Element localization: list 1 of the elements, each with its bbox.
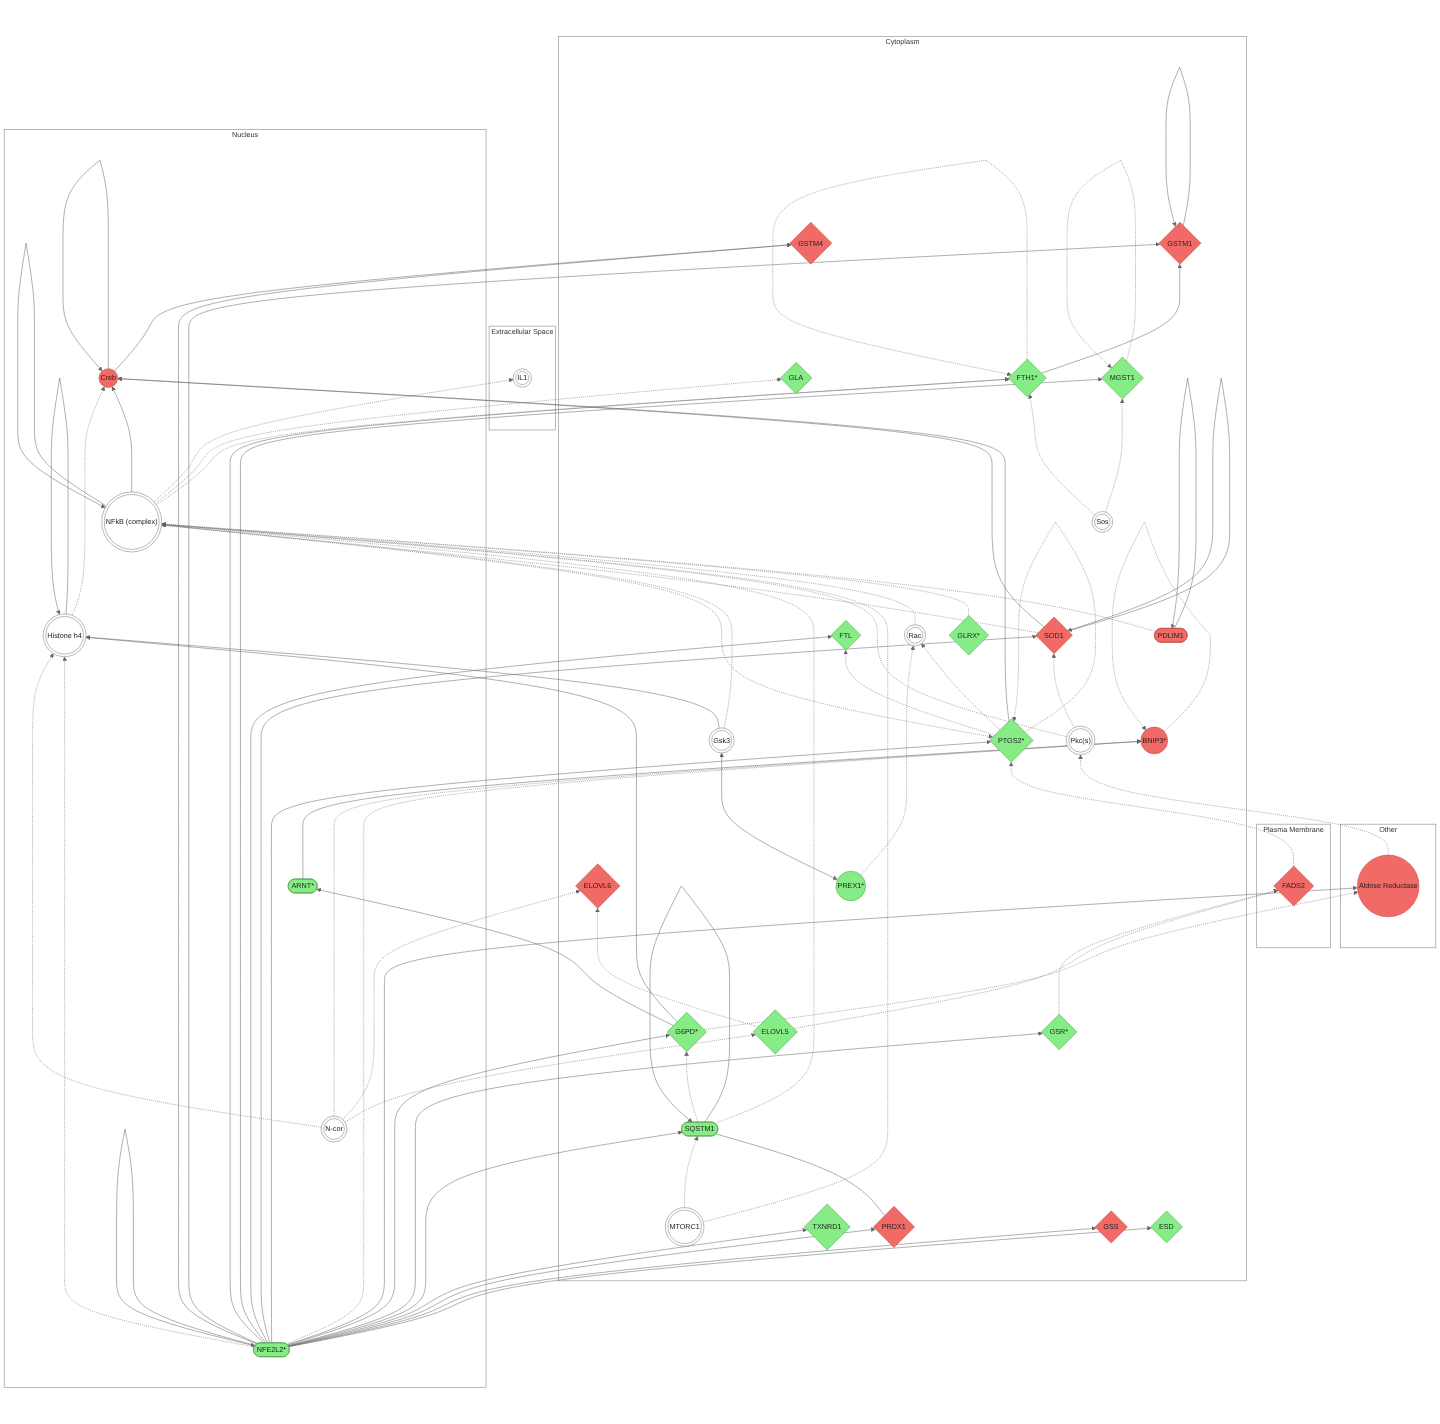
connector [715, 1133, 885, 1216]
